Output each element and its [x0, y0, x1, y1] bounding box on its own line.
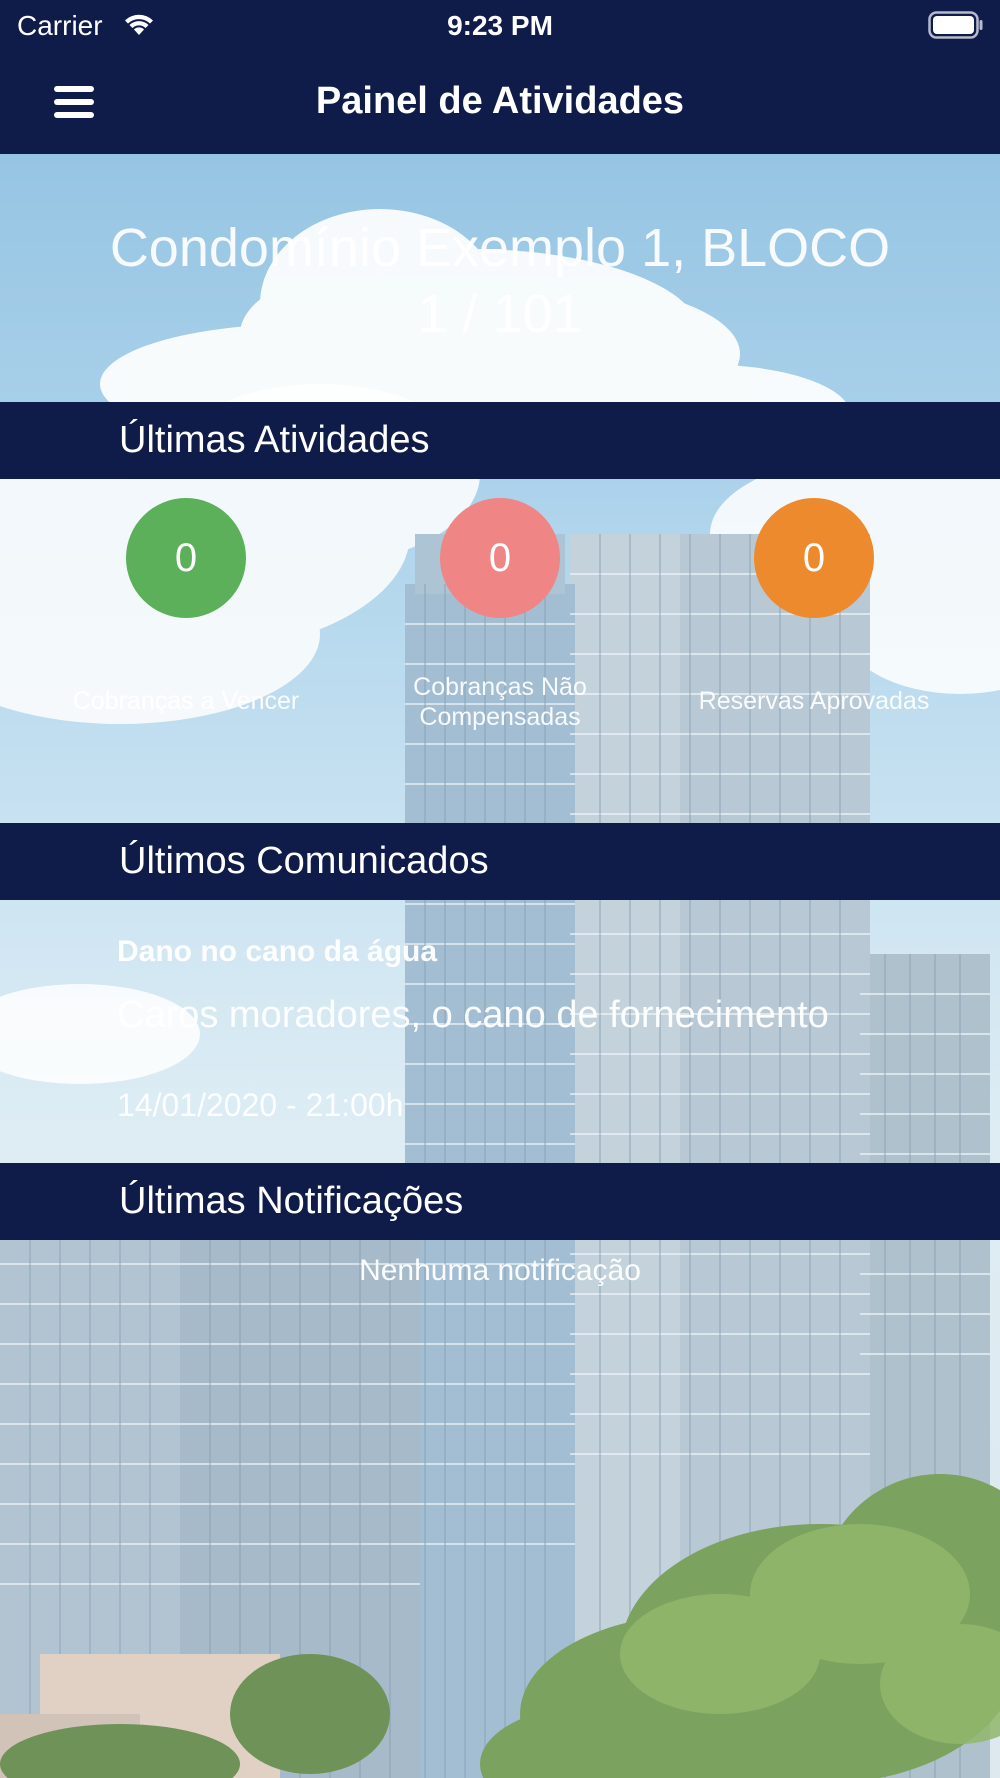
unit-name: 1 / 101 — [417, 284, 583, 344]
clock: 9:23 PM — [447, 10, 553, 41]
condo-unit-title: Condomínio Exemplo 1, BLOCO 1 / 101 — [100, 215, 900, 347]
section-title-activities: Últimas Atividades — [119, 419, 430, 461]
section-title-notifications: Últimas Notificações — [119, 1180, 464, 1222]
status-bar: Carrier 9:23 PM — [0, 0, 1000, 50]
wifi-icon — [125, 14, 153, 35]
announcement-date: 14/01/2020 - 21:00h — [117, 1087, 404, 1123]
counter-label-charges-due: Cobranças a Vencer — [72, 687, 300, 715]
empty-notifications-message: Nenhuma notificação — [359, 1254, 641, 1287]
page-title: Painel de Atividades — [315, 80, 685, 122]
announcement-body: Caros moradores, o cano de fornecimento — [117, 994, 829, 1036]
nav-bar: Painel de Atividades — [0, 50, 1000, 154]
counter-charges-uncompensated[interactable]: 0 — [440, 498, 560, 618]
section-title-announcements: Últimos Comunicados — [119, 840, 489, 882]
section-header-notifications: Últimas Notificações — [0, 1163, 1000, 1240]
announcement-title: Dano no cano da água — [117, 935, 438, 968]
condo-name: Condomínio Exemplo 1, BLOCO — [109, 218, 891, 278]
counter-charges-due[interactable]: 0 — [126, 498, 246, 618]
carrier-label: Carrier — [17, 10, 103, 41]
section-header-activities: Últimas Atividades — [0, 402, 1000, 479]
counter-approved-reservations[interactable]: 0 — [754, 498, 874, 618]
hamburger-menu-icon[interactable] — [52, 80, 96, 124]
counter-label-approved-reservations: Reservas Aprovadas — [698, 687, 930, 715]
battery-icon — [928, 11, 983, 39]
section-header-announcements: Últimos Comunicados — [0, 823, 1000, 900]
counter-label-charges-uncompensated: Cobranças Não Compensadas — [413, 673, 587, 731]
